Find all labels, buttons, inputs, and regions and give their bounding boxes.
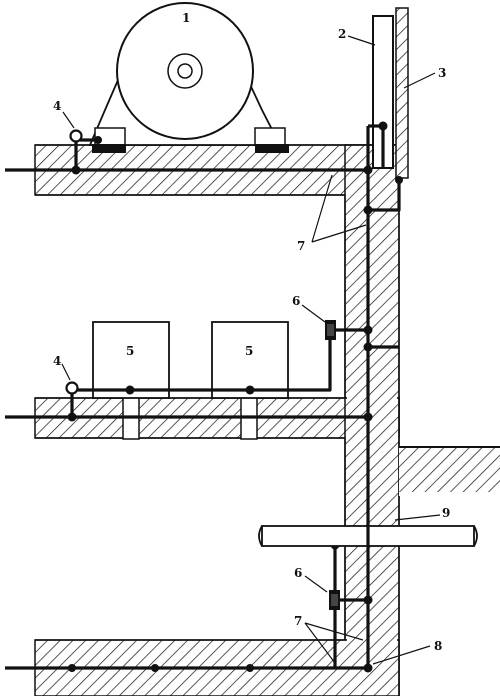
label-1: 1 xyxy=(182,11,190,25)
label-5-left: 5 xyxy=(126,344,134,358)
label-7-top: 7 xyxy=(297,239,305,253)
label-4-middle: 4 xyxy=(53,354,61,368)
label-9: 9 xyxy=(442,506,450,520)
labels: 1 2 3 4 7 6 5 5 4 9 6 7 8 xyxy=(53,11,450,653)
building-structure xyxy=(34,144,500,696)
label-3: 3 xyxy=(438,66,446,80)
ground-earth xyxy=(399,447,500,492)
equipment-cabinet-left xyxy=(92,321,170,399)
label-8: 8 xyxy=(434,639,442,653)
connection-nodes xyxy=(67,121,403,673)
test-point-top xyxy=(69,129,83,143)
equipment-cabinet-right xyxy=(211,321,289,399)
label-7-bottom: 7 xyxy=(294,614,302,628)
label-2: 2 xyxy=(338,27,346,41)
wall-mounted-strip xyxy=(395,7,409,179)
label-6-middle: 6 xyxy=(292,294,300,308)
vibration-pad-right xyxy=(255,144,289,153)
label-4-top: 4 xyxy=(53,99,61,113)
motor-foot-right xyxy=(254,127,286,146)
label-6-bottom: 6 xyxy=(294,566,302,580)
test-point-middle xyxy=(65,381,79,395)
leader-lines xyxy=(61,35,441,665)
motor xyxy=(88,2,289,153)
label-5-right: 5 xyxy=(245,344,253,358)
vibration-pad-left xyxy=(92,144,126,153)
